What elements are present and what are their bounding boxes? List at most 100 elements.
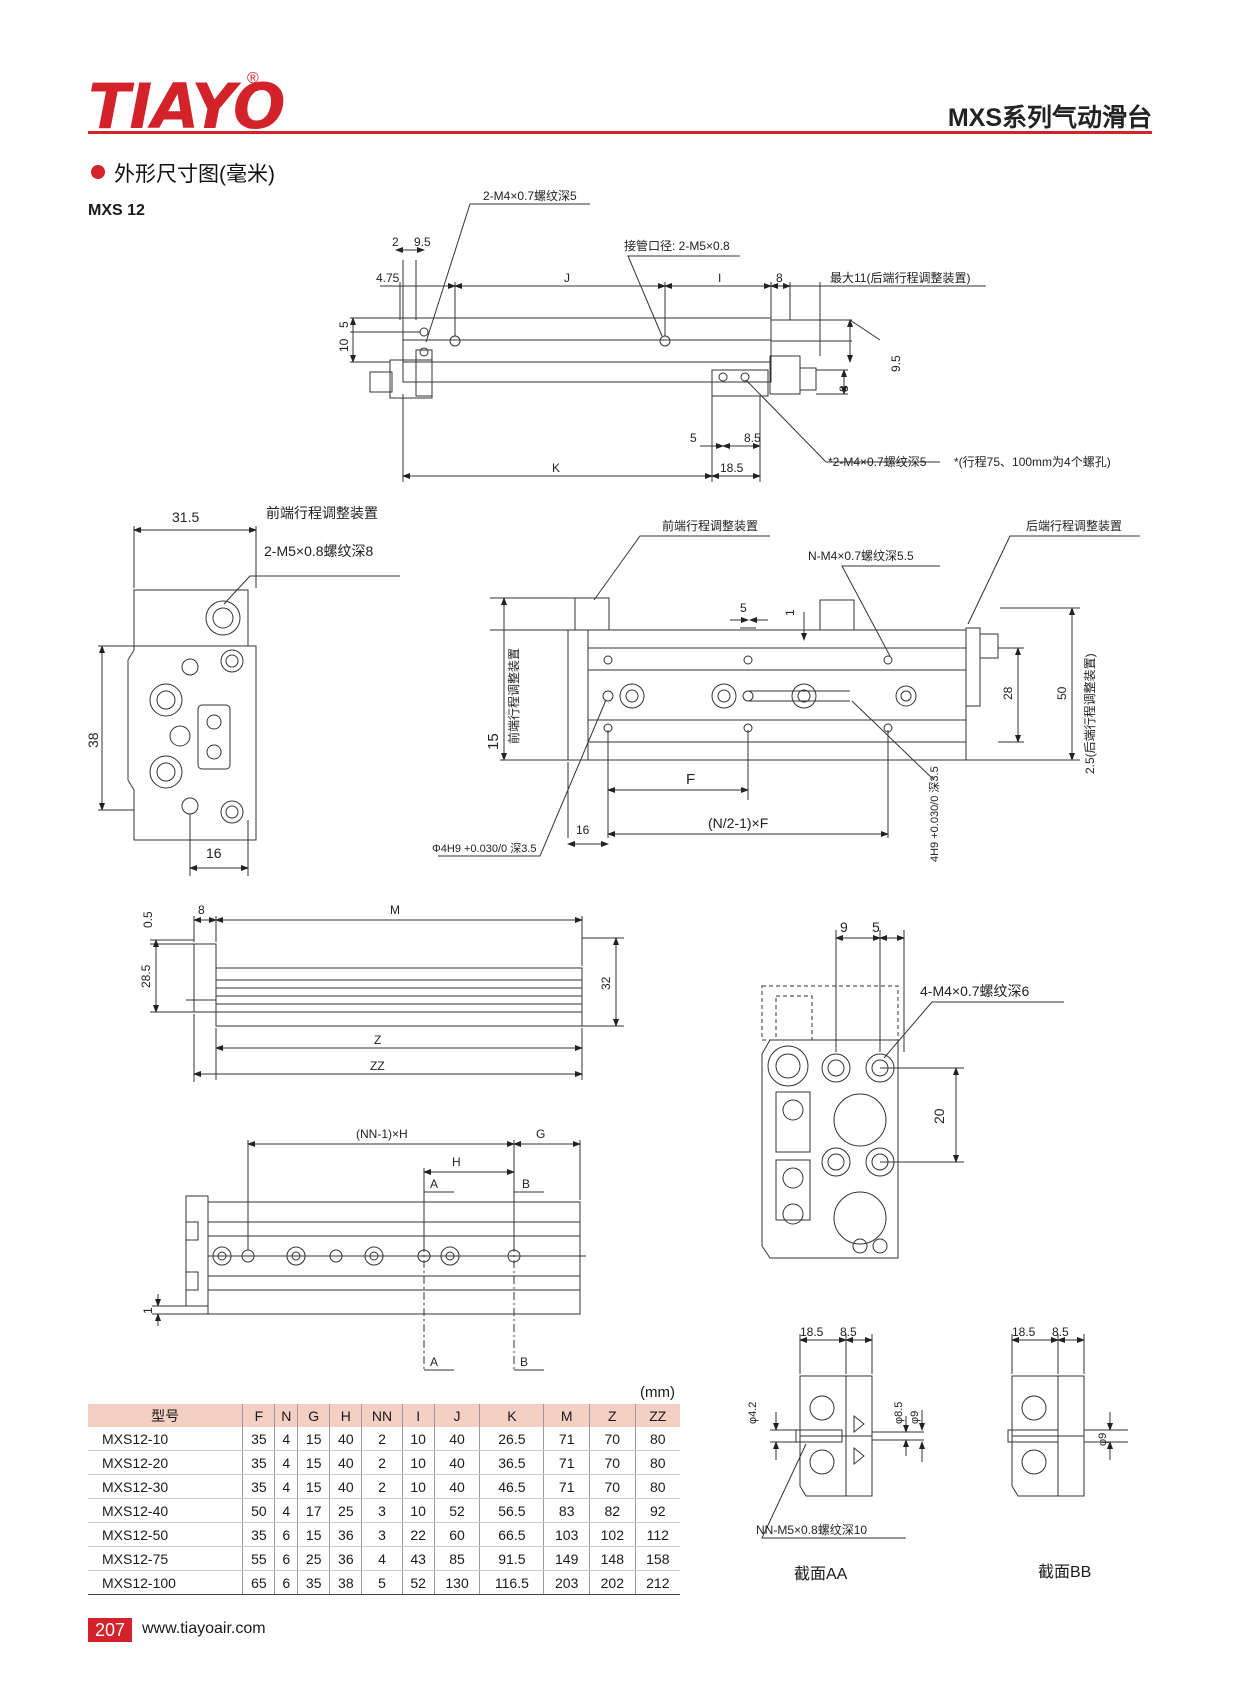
dim-k: K [552,461,560,475]
table-cell: MXS12-100 [88,1570,244,1595]
bb-dim-phi-9: φ9 [1097,1433,1109,1446]
table-cell: 4 [361,1546,403,1571]
brand-logo: TIAYO [88,70,286,143]
section-marker-a-top: A [430,1177,438,1191]
front-view [761,930,1064,1259]
table-cell: MXS12-30 [88,1474,244,1499]
col-header: Z [589,1404,636,1427]
col-header: N [274,1404,299,1427]
table-cell: 92 [635,1498,680,1523]
table-cell: 10 [402,1498,435,1523]
table-cell: 80 [635,1450,680,1475]
table-cell: MXS12-10 [88,1427,244,1451]
col-header: H [329,1404,363,1427]
dim-5-bottom-view: 5 [740,601,747,615]
dim-1-bottom-view: 1 [783,609,797,616]
table-cell: 35 [242,1450,276,1475]
table-cell: 66.5 [479,1522,545,1547]
col-header: 型号 [88,1404,244,1427]
table-cell: 85 [434,1546,481,1571]
dim-8-right: 8 [837,385,851,392]
table-cell: MXS12-50 [88,1522,244,1547]
table-cell: 15 [297,1450,331,1475]
label-front-adj-vertical: 前端行程调整装置 [506,648,521,744]
table-row: MXS12-20 35 4 15 40 2 10 40 36.5 71 70 8… [88,1450,680,1475]
table-row: MXS12-30 35 4 15 40 2 10 40 46.5 71 70 8… [88,1474,680,1499]
aa-dim-phi-8-5: φ8.5 [893,1402,905,1424]
table-cell: 10 [402,1427,435,1451]
dim-5-front: 5 [872,919,880,935]
table-cell: 40 [434,1427,481,1451]
spec-table: 型号 F N G H NN I J K M Z ZZ MXS12-10 35 4… [88,1404,680,1595]
dim-i: I [718,271,721,285]
table-cell: 82 [589,1498,636,1523]
dim-z: Z [374,1033,381,1047]
header-rule [88,131,1152,134]
model-label: MXS 12 [88,202,145,219]
aa-dim-8-5: 8.5 [840,1325,857,1339]
top-note-tap: 2-M4×0.7螺纹深5 [483,189,577,203]
dim-9-5: 9.5 [414,235,431,249]
dim-16-end: 16 [206,845,222,861]
table-cell: 3 [361,1498,403,1523]
bottom-note-tap: N-M4×0.7螺纹深5.5 [808,549,914,563]
table-cell: 40 [329,1474,363,1499]
col-header: I [402,1404,435,1427]
table-cell: 40 [434,1450,481,1475]
table-cell: 6 [274,1546,299,1571]
table-row: MXS12-100 65 6 35 38 5 52 130 116.5 203 … [88,1570,680,1595]
dim-38: 38 [85,732,101,748]
table-cell: 40 [434,1474,481,1499]
top-note-stroke: *(行程75、100mm为4个螺孔) [954,454,1111,469]
table-cell: 35 [242,1522,276,1547]
dim-h: H [452,1155,461,1169]
table-cell: 36.5 [479,1450,545,1475]
table-cell: 36 [329,1522,363,1547]
table-cell: 40 [329,1450,363,1475]
table-cell: 103 [543,1522,590,1547]
dim-g: G [536,1127,545,1141]
table-cell: 4 [274,1498,299,1523]
table-cell: 116.5 [479,1570,545,1595]
top-note-max11: 最大11(后端行程调整装置) [830,270,970,285]
table-cell: 5 [361,1570,403,1595]
table-cell: 2 [361,1427,403,1451]
section-bullet-icon [91,165,105,179]
table-cell: 4 [274,1474,299,1499]
table-cell: 36 [329,1546,363,1571]
section-marker-a-bottom: A [430,1355,438,1369]
table-cell: 55 [242,1546,276,1571]
table-cell: 212 [635,1570,680,1595]
caption-section-bb: 截面BB [1038,1564,1092,1581]
table-cell: 40 [329,1427,363,1451]
table-cell: 2 [361,1474,403,1499]
table-cell: 83 [543,1498,590,1523]
bottom-note-front-adj: 前端行程调整装置 [662,518,758,533]
table-cell: 80 [635,1474,680,1499]
table-header-row: 型号 F N G H NN I J K M Z ZZ [88,1404,680,1427]
table-cell: 6 [274,1570,299,1595]
dim-9: 9 [840,919,848,935]
col-header: K [479,1404,545,1427]
dim-m: M [390,903,400,917]
website-link[interactable]: www.tiayoair.com [142,1620,266,1637]
dim-8: 8 [776,271,783,285]
table-cell: 71 [543,1427,590,1451]
table-cell: 130 [434,1570,481,1595]
table-cell: 148 [589,1546,636,1571]
bottom-note-hole: Φ4H9 +0.030/0 深3.5 [432,842,536,855]
bottom-note-rear-adj: 后端行程调整装置 [1026,518,1122,533]
table-cell: 35 [242,1427,276,1451]
table-cell: 71 [543,1450,590,1475]
dim-15: 15 [485,733,502,750]
dim-nn-h: (NN-1)×H [356,1127,408,1141]
dim-1-plan: 1 [141,1307,155,1314]
table-cell: 15 [297,1427,331,1451]
side-view [150,916,624,1082]
section-marker-b-top: B [522,1177,530,1191]
table-row: MXS12-10 35 4 15 40 2 10 40 26.5 71 70 8… [88,1427,680,1451]
table-row: MXS12-40 50 4 17 25 3 10 52 56.5 83 82 9… [88,1498,680,1523]
table-cell: MXS12-40 [88,1498,244,1523]
dim-28-5: 28.5 [139,964,153,988]
